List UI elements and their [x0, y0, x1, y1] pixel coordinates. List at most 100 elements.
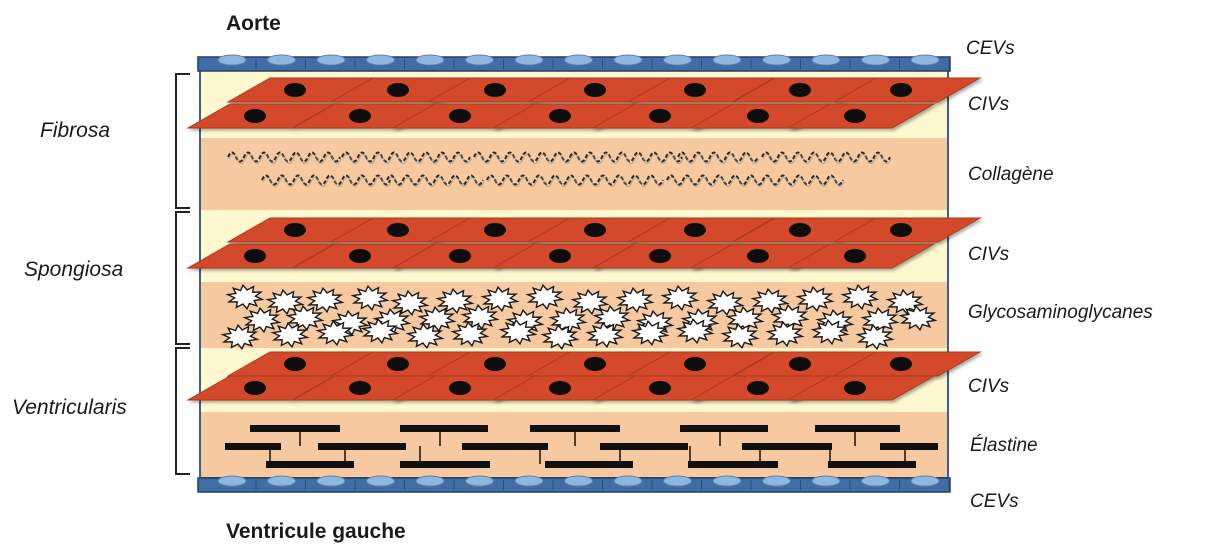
endothelial-cell	[218, 476, 246, 486]
ventricularis-label: Ventricularis	[12, 396, 127, 419]
nucleus	[284, 357, 306, 371]
endothelial-cell	[268, 476, 296, 486]
nucleus	[890, 357, 912, 371]
endothelial-cell	[664, 476, 692, 486]
nucleus	[449, 249, 471, 263]
endothelial-cell	[466, 55, 494, 65]
endothelial-cell	[713, 55, 741, 65]
left-ventricle-title: Ventricule gauche	[226, 520, 406, 543]
elastin-fiber	[250, 425, 340, 432]
nucleus	[449, 109, 471, 123]
collagen-layer	[200, 138, 948, 210]
nucleus	[349, 249, 371, 263]
nucleus	[789, 83, 811, 97]
elastin-fiber	[318, 443, 406, 450]
interstitial-cells-ventricularis	[188, 352, 980, 400]
civs-label-3: CIVs	[968, 376, 1010, 397]
fibrosa-label: Fibrosa	[40, 119, 110, 142]
endothelial-cell	[268, 55, 296, 65]
civs-label-2: CIVs	[968, 244, 1010, 265]
endothelial-cell	[763, 55, 791, 65]
endothelial-cell	[862, 476, 890, 486]
endothelial-cell	[218, 55, 246, 65]
elastin-fiber	[688, 461, 778, 468]
endothelium-top	[198, 55, 950, 71]
nucleus	[684, 357, 706, 371]
nucleus	[349, 381, 371, 395]
region-brackets	[176, 74, 190, 474]
endothelial-cell	[466, 476, 494, 486]
bracket-spongiosa	[176, 212, 190, 344]
endothelial-cell	[416, 55, 444, 65]
elastin-layer	[200, 412, 948, 478]
endothelial-cell	[565, 476, 593, 486]
endothelial-cell	[317, 55, 345, 65]
nucleus	[349, 109, 371, 123]
nucleus	[549, 109, 571, 123]
nucleus	[244, 109, 266, 123]
nucleus	[844, 249, 866, 263]
nucleus	[484, 223, 506, 237]
endothelial-cell	[614, 55, 642, 65]
nucleus	[387, 83, 409, 97]
nucleus	[684, 83, 706, 97]
bracket-ventricularis	[176, 348, 190, 474]
endothelial-cell	[367, 55, 395, 65]
nucleus	[844, 381, 866, 395]
endothelial-cell	[416, 476, 444, 486]
cevs-top-label: CEVs	[966, 38, 1015, 59]
collagen-label: Collagène	[968, 164, 1054, 185]
elastin-fiber	[880, 443, 938, 450]
nucleus	[484, 357, 506, 371]
endothelial-cell	[812, 476, 840, 486]
nucleus	[549, 381, 571, 395]
elastin-fiber	[742, 443, 832, 450]
elastin-fiber	[266, 461, 354, 468]
elastin-fiber	[400, 425, 488, 432]
endothelial-cell	[911, 55, 939, 65]
nucleus	[244, 381, 266, 395]
endothelial-cell	[367, 476, 395, 486]
nucleus	[684, 223, 706, 237]
endothelial-cell	[862, 55, 890, 65]
nucleus	[584, 223, 606, 237]
elastin-fiber	[600, 443, 688, 450]
nucleus	[649, 249, 671, 263]
nucleus	[387, 223, 409, 237]
spongiosa-label: Spongiosa	[24, 258, 123, 281]
endothelial-cell	[515, 476, 543, 486]
elastin-fiber	[815, 425, 900, 432]
endothelial-cell	[317, 476, 345, 486]
elastin-fiber	[462, 443, 548, 450]
nucleus	[244, 249, 266, 263]
endothelial-cell	[614, 476, 642, 486]
endothelial-cell	[713, 476, 741, 486]
nucleus	[387, 357, 409, 371]
nucleus	[584, 357, 606, 371]
gag-label: Glycosaminoglycanes	[968, 302, 1153, 323]
elastin-fiber	[400, 461, 490, 468]
nucleus	[844, 109, 866, 123]
nucleus	[284, 83, 306, 97]
elastin-fiber	[225, 443, 281, 450]
nucleus	[649, 109, 671, 123]
nucleus	[890, 83, 912, 97]
layer-backgrounds	[200, 70, 948, 478]
endothelial-cell	[565, 55, 593, 65]
nucleus	[584, 83, 606, 97]
elastin-fiber	[680, 425, 768, 432]
endothelial-cell	[812, 55, 840, 65]
nucleus	[649, 381, 671, 395]
endothelial-cell	[911, 476, 939, 486]
nucleus	[789, 223, 811, 237]
elastin-fiber	[828, 461, 916, 468]
nucleus	[549, 249, 571, 263]
aorta-title: Aorte	[226, 12, 281, 35]
nucleus	[890, 223, 912, 237]
nucleus	[449, 381, 471, 395]
endothelial-cell	[664, 55, 692, 65]
endothelium-bottom	[198, 476, 950, 492]
elastin-label: Élastine	[970, 435, 1038, 456]
nucleus	[484, 83, 506, 97]
